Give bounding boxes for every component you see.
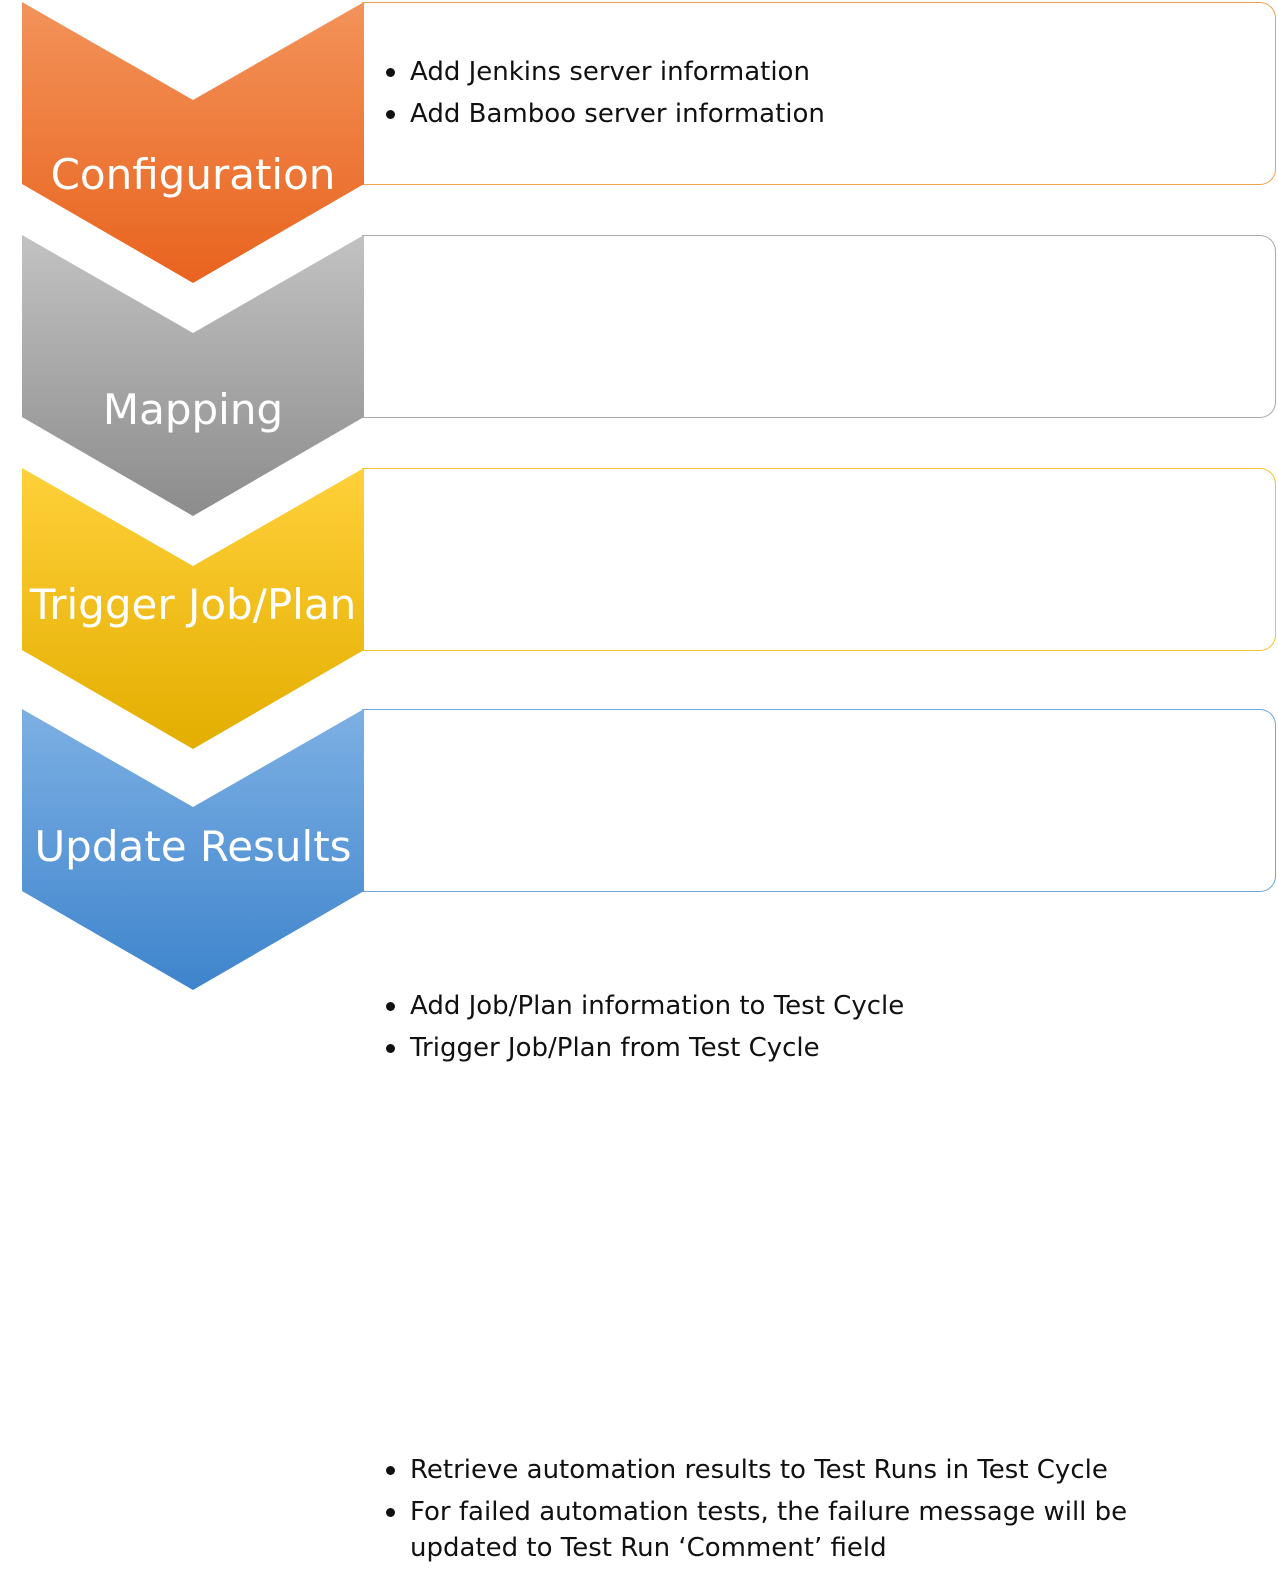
bullet-item: For failed automation tests, the failure… [384, 1494, 1234, 1566]
stage-title: Configuration [50, 150, 336, 199]
stage-chevron [22, 2, 364, 283]
bullet-dot-icon [386, 1002, 395, 1011]
stage-title: Trigger Job/Plan [29, 580, 357, 629]
bullet-text: Add Job/Plan information to Test Cycle [410, 991, 905, 1021]
bullet-item: Retrieve automation results to Test Runs… [384, 1452, 1234, 1488]
bullet-text: Retrieve automation results to Test Runs… [410, 1455, 1108, 1485]
stage-card [362, 468, 1276, 651]
stage-chevron [22, 468, 364, 749]
stage-title: Update Results [34, 822, 352, 871]
bullet-text: Add Bamboo server information [410, 99, 825, 129]
stage-card [362, 235, 1276, 418]
stage-card [362, 709, 1276, 892]
stage-chevron [22, 235, 364, 516]
chevron-shape [22, 235, 364, 516]
chevron-shape [22, 468, 364, 749]
stage-card [362, 2, 1276, 185]
bullet-text: Trigger Job/Plan from Test Cycle [410, 1033, 820, 1063]
bullet-item: Add Jenkins server information [384, 54, 1234, 90]
bullet-dot-icon [386, 1508, 395, 1517]
bullet-text: Add Jenkins server information [410, 57, 810, 87]
bullet-text: For failed automation tests, the failure… [410, 1497, 1128, 1563]
stage-chevron [22, 709, 364, 990]
bullet-list: Retrieve automation results to Test Runs… [384, 1452, 1234, 1572]
chevron-shape [22, 709, 364, 990]
process-diagram: Configuration Add Jenkins server informat… [22, 2, 1276, 1563]
bullet-item: Add Bamboo server information [384, 96, 1234, 132]
stage-title: Mapping [102, 385, 284, 434]
bullet-dot-icon [386, 110, 395, 119]
bullet-item: Trigger Job/Plan from Test Cycle [384, 1030, 1234, 1066]
chevron-shape [22, 2, 364, 283]
bullet-dot-icon [386, 68, 395, 77]
bullet-item: Add Job/Plan information to Test Cycle [384, 988, 1234, 1024]
bullet-dot-icon [386, 1044, 395, 1053]
bullet-dot-icon [386, 1466, 395, 1475]
